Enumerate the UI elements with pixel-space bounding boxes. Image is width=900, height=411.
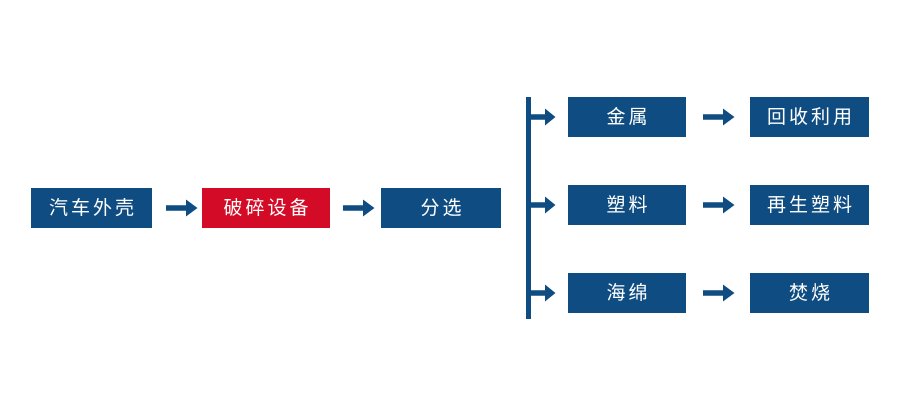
arrow-right-icon-main-1 [166,198,198,218]
node-sorting[interactable]: 分选 [381,188,501,228]
node-crusher[interactable]: 破碎设备 [202,188,330,228]
node-recycle-reuse-label: 回收利用 [766,105,855,128]
arrow-right-icon-branch-metal [528,107,556,127]
node-sorting-label: 分选 [420,196,465,219]
arrow-right-icon-branch-sponge [528,283,556,303]
node-incineration-label: 焚烧 [788,281,833,304]
arrow-right-icon-sponge-to-incineration [703,283,735,303]
arrow-right-icon-main-2 [343,198,375,218]
node-crusher-label: 破碎设备 [223,196,312,219]
node-recycle-reuse[interactable]: 回收利用 [750,97,869,137]
arrow-right-icon-branch-plastic [528,195,556,215]
node-metal[interactable]: 金属 [568,97,686,137]
node-car-shell-label: 汽车外壳 [48,196,137,219]
node-sponge[interactable]: 海绵 [568,273,686,313]
node-sponge-label: 海绵 [606,281,651,304]
node-plastic-label: 塑料 [606,193,651,216]
arrow-right-icon-metal-to-recycle [703,107,735,127]
branch-split-line [526,97,531,319]
node-metal-label: 金属 [606,105,651,128]
node-incineration[interactable]: 焚烧 [750,273,869,313]
arrow-right-icon-plastic-to-regenerated [703,195,735,215]
node-regenerated-plastic[interactable]: 再生塑料 [750,185,869,225]
node-car-shell[interactable]: 汽车外壳 [31,188,152,228]
node-regenerated-plastic-label: 再生塑料 [766,193,855,216]
node-plastic[interactable]: 塑料 [568,185,686,225]
